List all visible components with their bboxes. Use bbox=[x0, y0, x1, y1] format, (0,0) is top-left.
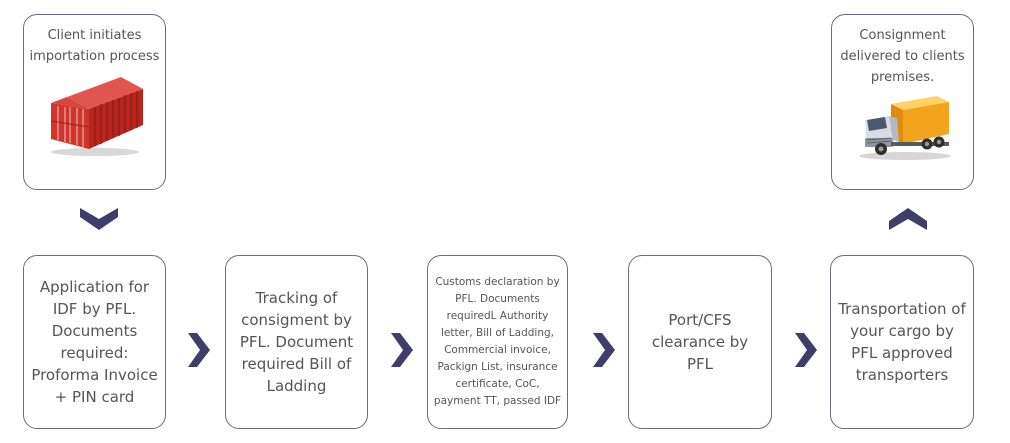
chevron-right-icon bbox=[593, 333, 615, 367]
start-node-label: Client initiates importation process bbox=[29, 28, 160, 64]
step-3-label: Customs declaration by PFL. Documents re… bbox=[433, 276, 562, 407]
chevron-right-icon bbox=[188, 333, 210, 367]
step-4: Port/CFS clearance by PFL bbox=[628, 255, 772, 429]
chevron-right-icon bbox=[391, 333, 413, 367]
step-2: Tracking of consigment by PFL. Document … bbox=[225, 255, 368, 429]
step-1: Application for IDF by PFL. Documents re… bbox=[23, 255, 166, 429]
start-node: Client initiates importation process bbox=[23, 14, 166, 190]
end-node: Consignment delivered to clients premise… bbox=[831, 14, 974, 190]
step-1-label: Application for IDF by PFL. Documents re… bbox=[31, 278, 158, 406]
end-node-label: Consignment delivered to clients premise… bbox=[840, 28, 965, 85]
step-3: Customs declaration by PFL. Documents re… bbox=[427, 255, 568, 429]
delivery-truck-icon bbox=[858, 96, 951, 160]
chevron-up-icon bbox=[889, 208, 927, 230]
step-5: Transportation of your cargo by PFL appr… bbox=[830, 255, 974, 429]
step-5-label: Transportation of your cargo by PFL appr… bbox=[838, 300, 966, 384]
shipping-container-icon bbox=[50, 77, 143, 156]
step-2-label: Tracking of consigment by PFL. Document … bbox=[239, 289, 354, 395]
step-4-label: Port/CFS clearance by PFL bbox=[651, 311, 749, 373]
chevron-down-icon bbox=[80, 208, 118, 230]
chevron-right-icon bbox=[795, 333, 817, 367]
